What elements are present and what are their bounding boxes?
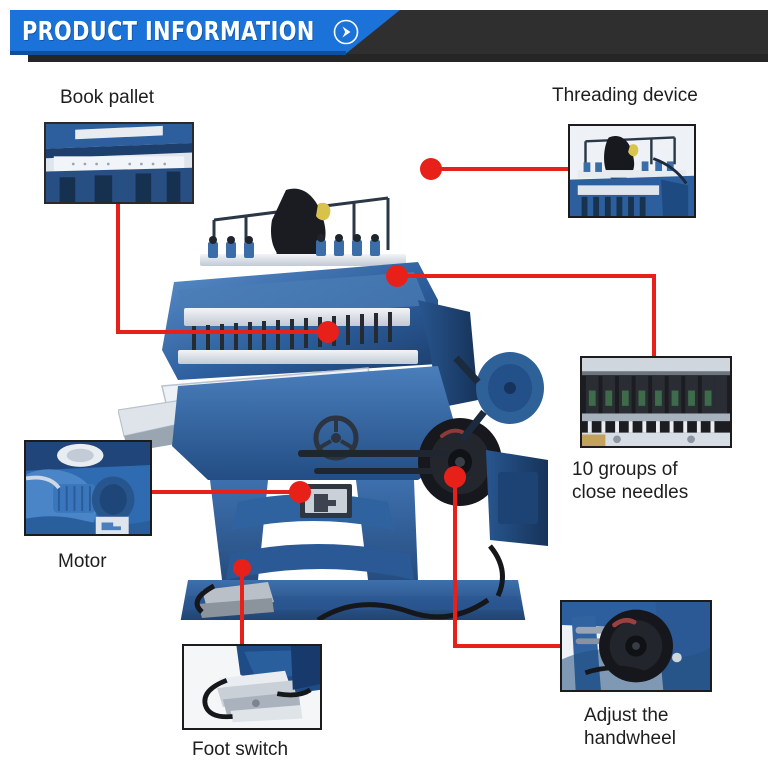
callout-label-handwheel: Adjust the handwheel	[584, 705, 676, 749]
callout-thumbnail-close-needles[interactable]	[580, 356, 732, 448]
callout-label-book-pallet: Book pallet	[60, 87, 155, 108]
callout-label-close-needles: 10 groups of close needles	[572, 459, 689, 503]
callout-thumbnail-threading-device[interactable]	[568, 124, 696, 218]
header-banner: PRODUCT INFORMATION	[0, 10, 768, 62]
callout-label-threading-device: Threading device	[552, 85, 698, 106]
chevron-right-circle-icon	[333, 19, 359, 45]
product-photo	[117, 150, 578, 624]
callout-label-motor: Motor	[58, 551, 107, 572]
callout-thumbnail-book-pallet[interactable]	[44, 122, 194, 204]
callout-thumbnail-motor[interactable]	[24, 440, 152, 536]
banner-dark-bar-shadow	[28, 54, 768, 62]
banner-blue-bar-edge	[10, 51, 346, 55]
callout-thumbnail-foot-switch[interactable]	[182, 644, 322, 730]
callout-label-foot-switch: Foot switch	[192, 739, 289, 760]
page-title: PRODUCT INFORMATION	[22, 17, 315, 47]
callout-thumbnail-handwheel[interactable]	[560, 600, 712, 692]
